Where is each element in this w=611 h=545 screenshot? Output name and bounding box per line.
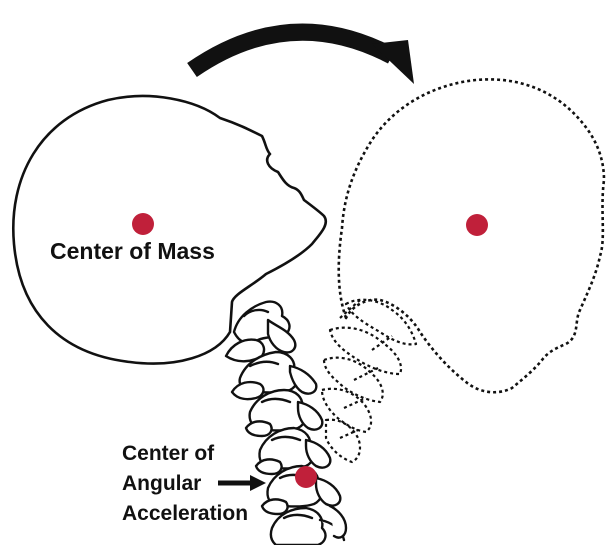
center-of-mass-label: Center of Mass — [50, 238, 215, 264]
angular-acceleration-label-line-1: Center of — [122, 442, 215, 465]
center-of-angular-acceleration-marker — [295, 466, 317, 488]
curved-rotation-arrow-icon — [192, 32, 414, 84]
angular-acceleration-label-line-2: Angular — [122, 472, 201, 495]
pointer-arrow-icon — [218, 475, 266, 491]
angular-acceleration-label-line-3: Acceleration — [122, 502, 248, 525]
center-of-mass-marker — [132, 213, 154, 235]
center-of-mass-marker-rotated — [466, 214, 488, 236]
dotted-cervical-spine — [322, 300, 416, 462]
